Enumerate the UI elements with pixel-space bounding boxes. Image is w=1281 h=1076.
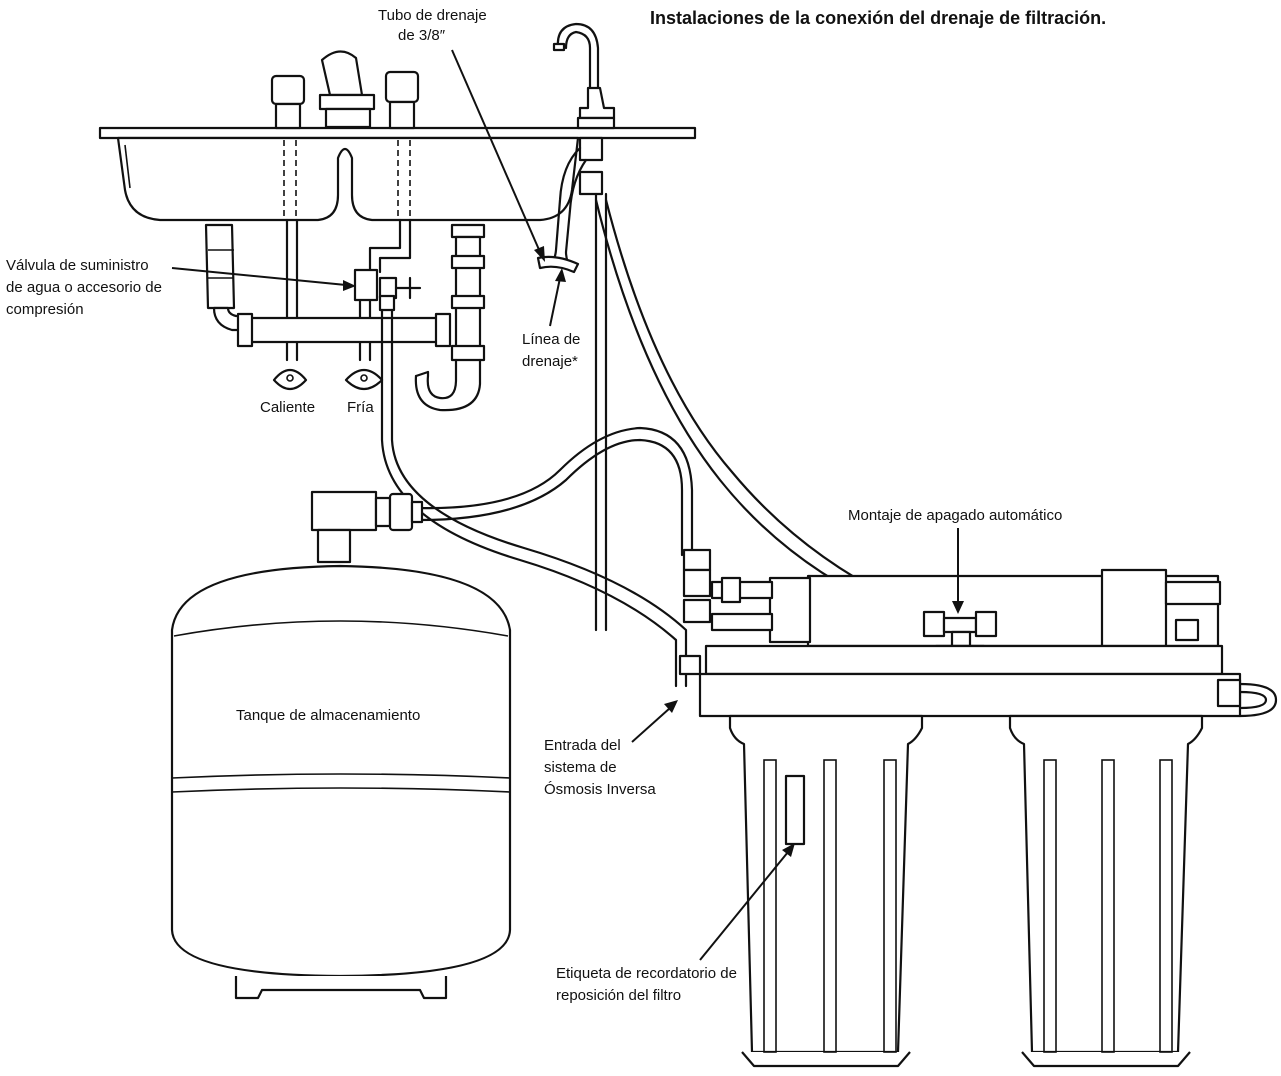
hot-label: Caliente: [260, 399, 315, 416]
svg-text:Válvula de suministro: Válvula de suministro: [6, 257, 149, 274]
label-auto-shutoff: Montaje de apagado automático: [848, 507, 1062, 614]
svg-text:Tubo de drenaje: Tubo de drenaje: [378, 7, 487, 24]
hot-shutoff-valve: [272, 368, 308, 391]
ro-base-plate: [698, 644, 1242, 718]
counter-top: [98, 126, 697, 140]
label-filter-reminder: Etiqueta de recordatorio de reposición d…: [556, 843, 795, 1004]
cold-shutoff-valve: [344, 368, 384, 391]
svg-text:Montaje de apagado automático: Montaje de apagado automático: [848, 507, 1062, 524]
supply-pipes: [283, 140, 412, 362]
svg-text:Etiqueta de recordatorio de: Etiqueta de recordatorio de: [556, 965, 737, 982]
figure-title: Instalaciones de la conexión del drenaje…: [650, 8, 1106, 28]
svg-text:de agua o accesorio de: de agua o accesorio de: [6, 279, 162, 296]
svg-text:Ósmosis Inversa: Ósmosis Inversa: [544, 781, 656, 798]
faucet-tubes: [536, 146, 608, 632]
storage-tank: [170, 490, 512, 1000]
svg-text:drenaje*: drenaje*: [522, 353, 578, 370]
label-supply-valve: Válvula de suministro de agua o accesori…: [6, 257, 356, 318]
filter-housing-left: [728, 714, 924, 1068]
filter-housing-right: [1008, 714, 1204, 1068]
svg-text:reposición del filtro: reposición del filtro: [556, 987, 681, 1004]
sink-basin: [116, 136, 580, 222]
cross-drain-pipe: [236, 312, 452, 348]
ro-faucet: [552, 22, 616, 196]
storage-tank-label: Tanque de almacenamiento: [236, 707, 420, 724]
svg-text:Línea de: Línea de: [522, 331, 580, 348]
supply-valve: [353, 268, 422, 312]
cold-label: Fría: [347, 399, 374, 416]
label-drain-tube: Tubo de drenaje de 3/8″: [378, 7, 545, 262]
svg-text:sistema de: sistema de: [544, 759, 617, 776]
drain-trap: [414, 223, 486, 412]
ro-manifold: [678, 548, 1222, 676]
svg-text:de 3/8″: de 3/8″: [398, 27, 446, 44]
sink-faucet: [270, 50, 420, 130]
label-ro-inlet: Entrada del sistema de Ósmosis Inversa: [544, 700, 678, 798]
svg-text:Entrada del: Entrada del: [544, 737, 621, 754]
svg-text:compresión: compresión: [6, 301, 84, 318]
label-drain-line: Línea de drenaje*: [522, 268, 580, 370]
